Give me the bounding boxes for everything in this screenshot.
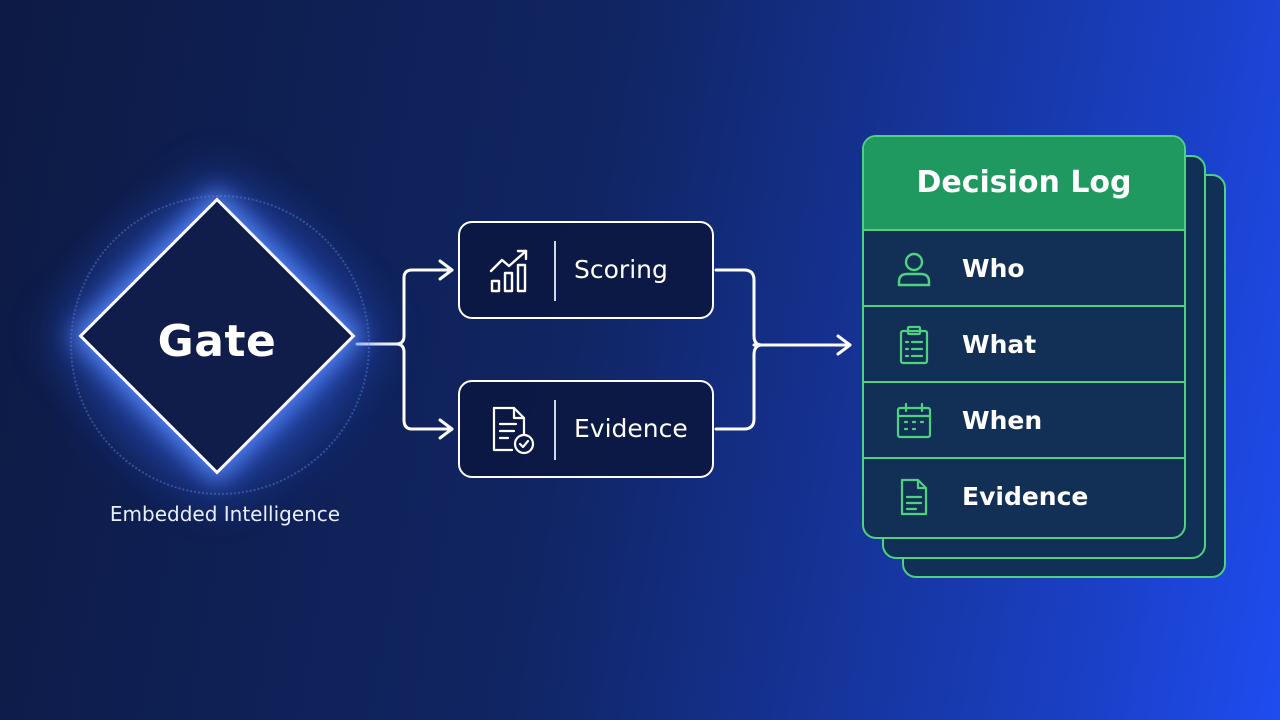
- gate-ring: [70, 195, 370, 495]
- clipboard-list-icon: [894, 325, 934, 365]
- decision-log-card: Decision Log Who What When: [862, 135, 1186, 539]
- gate-caption: Embedded Intelligence: [109, 502, 341, 526]
- evidence-divider: [554, 400, 556, 460]
- branch-to-evidence-arrow: [394, 342, 454, 431]
- evidence-label: Evidence: [574, 414, 688, 443]
- log-label-what: What: [962, 330, 1037, 359]
- log-label-who: Who: [962, 254, 1025, 283]
- scoring-label: Scoring: [574, 255, 668, 284]
- evidence-box: Evidence: [458, 380, 714, 478]
- scoring-merge-line: [714, 268, 764, 347]
- log-row-evidence: Evidence: [864, 459, 1184, 535]
- scoring-divider: [554, 241, 556, 301]
- log-row-when: When: [864, 383, 1184, 459]
- calendar-icon: [894, 401, 934, 441]
- bar-chart-trend-icon: [486, 245, 538, 297]
- gate-label: Gate: [157, 316, 277, 367]
- log-row-who: Who: [864, 231, 1184, 307]
- evidence-merge-line: [714, 343, 764, 431]
- log-label-when: When: [962, 406, 1043, 435]
- log-row-what: What: [864, 307, 1184, 383]
- document-icon: [894, 477, 934, 517]
- decision-log-title: Decision Log: [864, 137, 1184, 231]
- document-check-icon: [486, 404, 538, 456]
- log-label-evidence: Evidence: [962, 482, 1089, 511]
- scoring-box: Scoring: [458, 221, 714, 319]
- user-icon: [894, 249, 934, 289]
